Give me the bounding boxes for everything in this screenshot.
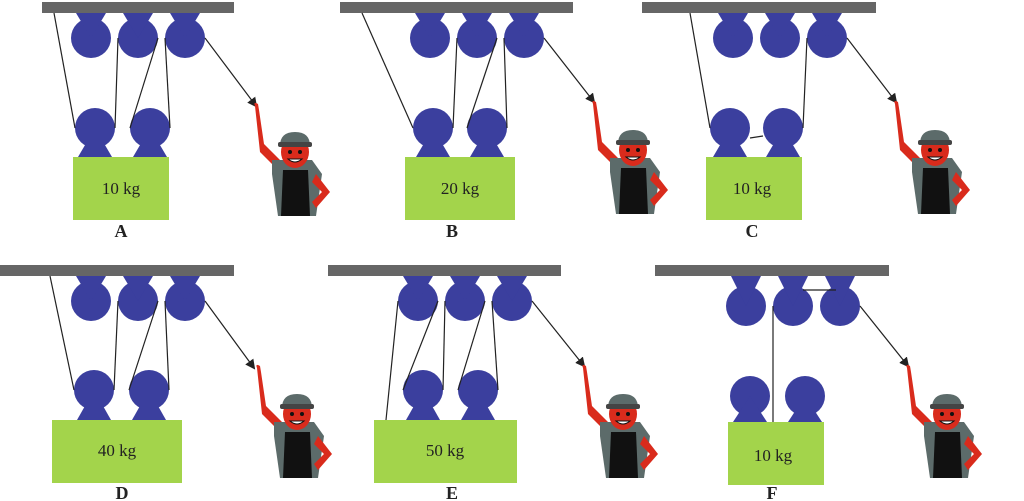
fixed-pulley (773, 276, 813, 326)
rope (49, 275, 256, 391)
panel-label: C (746, 221, 759, 241)
fixed-pulley (71, 13, 111, 58)
rope (361, 12, 596, 129)
fixed-pulley (118, 276, 158, 321)
panel-d: 40 kg D (0, 265, 332, 501)
ceiling-bar (655, 265, 889, 276)
worker-figure (582, 364, 658, 478)
panel-b: 20 kg B (340, 2, 668, 241)
panel-label: F (767, 483, 778, 501)
mass-label: 50 kg (426, 441, 465, 460)
mass-label: 40 kg (98, 441, 137, 460)
fixed-pulley (165, 13, 205, 58)
mass-block (405, 157, 515, 220)
panel-label: B (446, 221, 458, 241)
worker-figure (894, 100, 970, 214)
movable-pulley (458, 370, 498, 420)
ceiling-bar (0, 265, 234, 276)
mass-label: 10 kg (733, 179, 772, 198)
worker-figure (254, 102, 330, 216)
movable-pulley (413, 108, 453, 157)
mass-block (728, 422, 824, 485)
mass-block (374, 420, 517, 483)
fixed-pulley (445, 276, 485, 321)
movable-pulley (763, 108, 803, 157)
panel-label: D (116, 483, 129, 501)
panel-e: 50 kg E (328, 265, 658, 501)
rope (53, 12, 258, 129)
fixed-pulley (760, 13, 800, 58)
fixed-pulley (165, 276, 205, 321)
panel-a: 10 kg A (42, 2, 330, 241)
mass-label: 10 kg (754, 446, 793, 465)
ceiling-bar (328, 265, 561, 276)
rope (689, 12, 898, 139)
panel-c: 10 kg C (642, 2, 970, 241)
mass-label: 10 kg (102, 179, 141, 198)
worker-figure (592, 100, 668, 214)
movable-pulley (75, 108, 115, 157)
mass-block (73, 157, 169, 220)
movable-pulley (130, 108, 170, 157)
movable-pulley (129, 370, 169, 420)
fixed-pulley (504, 13, 544, 58)
fixed-pulley (492, 276, 532, 321)
panel-label: E (446, 483, 458, 501)
movable-pulley (403, 370, 443, 420)
ceiling-bar (42, 2, 234, 13)
rope (385, 300, 586, 421)
fixed-pulley (71, 276, 111, 321)
movable-pulley (710, 108, 750, 157)
fixed-pulley (398, 276, 438, 321)
ceiling-bar (340, 2, 573, 13)
rope (772, 289, 910, 422)
mass-block (52, 420, 182, 483)
fixed-pulley (807, 13, 847, 58)
fixed-pulley (726, 276, 766, 326)
panel-label: A (115, 221, 128, 241)
fixed-pulley (410, 13, 450, 58)
worker-figure (256, 364, 332, 478)
movable-pulley (785, 376, 825, 422)
movable-pulley (467, 108, 507, 157)
ceiling-bar (642, 2, 876, 13)
panel-f: 10 kg F (655, 265, 982, 501)
mass-label: 20 kg (441, 179, 480, 198)
movable-pulley (730, 376, 770, 422)
fixed-pulley (713, 13, 753, 58)
worker-figure (906, 364, 982, 478)
fixed-pulley (118, 13, 158, 58)
fixed-pulley (820, 276, 860, 326)
mass-block (706, 157, 802, 220)
fixed-pulley (457, 13, 497, 58)
movable-pulley (74, 370, 114, 420)
